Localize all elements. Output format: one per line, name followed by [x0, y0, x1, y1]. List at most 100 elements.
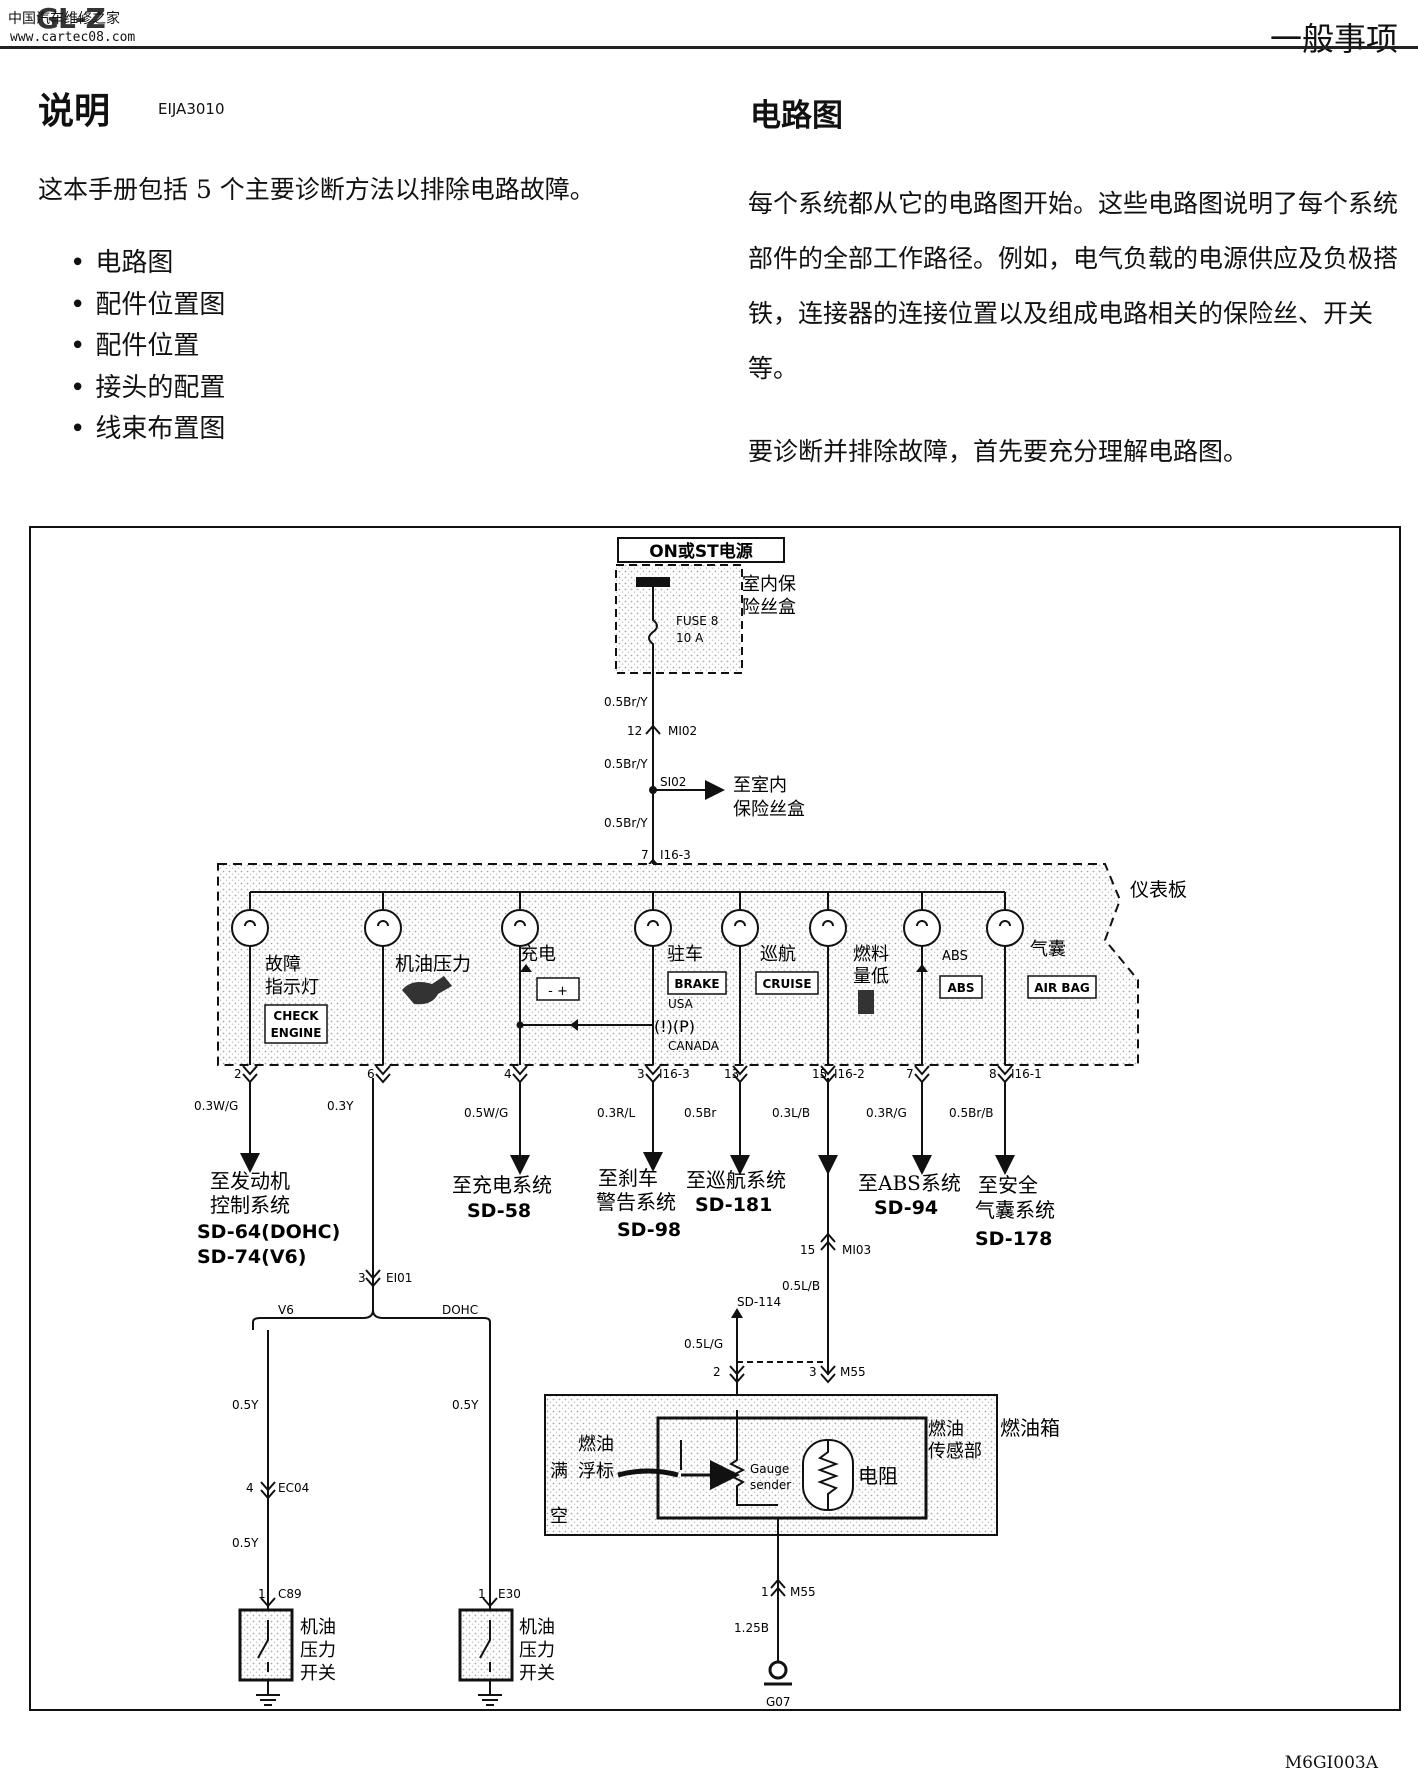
connector-mark — [820, 1232, 836, 1251]
logo-site-url: www.cartec08.com — [10, 30, 136, 45]
float-label: 空 — [550, 1506, 568, 1527]
check-engine-text: ENGINE — [271, 1026, 322, 1040]
wire-label: 0.5Br/Y — [604, 757, 648, 771]
ground-icon — [768, 1660, 788, 1680]
reference-label: SD-94 — [874, 1197, 938, 1219]
check-engine-box — [264, 1004, 328, 1044]
lamp-filament — [999, 920, 1011, 927]
switch-label: 压力 — [300, 1640, 336, 1661]
switch-label: 开关 — [300, 1663, 336, 1684]
fuel-pump-icon — [858, 990, 874, 1014]
section-heading: 电路图 — [750, 98, 843, 134]
lamp-filament — [514, 920, 526, 927]
lamp-label: 驻车 — [667, 944, 703, 965]
lamp-label: 量低 — [853, 966, 889, 987]
doc-code: EIJA3010 — [158, 100, 225, 118]
lamp-filament — [916, 920, 928, 927]
power-source-label: ON或ST电源 — [649, 541, 753, 562]
destination-label: 至充电系统 — [452, 1173, 552, 1197]
pin-label: 13 — [724, 1067, 739, 1081]
lamp-label: ABS — [942, 949, 968, 964]
pin-label: 12 — [627, 724, 642, 738]
float-label: 燃油 — [578, 1434, 614, 1455]
to-fusebox-label-1: 至室内 — [733, 775, 787, 796]
wire-label: 0.5W/G — [464, 1106, 508, 1120]
brake-canada-label: CANADA — [668, 1039, 720, 1053]
sender-label: 燃油 — [928, 1419, 964, 1440]
connector-label: M55 — [790, 1585, 816, 1599]
lamp-label: 故障 — [265, 954, 301, 975]
brake-usa-label: USA — [668, 997, 694, 1011]
fuse-busbar — [636, 577, 670, 587]
lamp-label: 机油压力 — [395, 953, 471, 975]
wire-label: 0.5Y — [232, 1536, 259, 1550]
pin-label: 2 — [234, 1067, 242, 1081]
pin-label: 8 — [989, 1067, 997, 1081]
indicator-lamp-icon — [903, 909, 941, 947]
intro-text: 这本手册包括 5 个主要诊断方法以排除电路故障。 — [38, 175, 595, 204]
fuse-label-2: 10 A — [676, 631, 704, 645]
destination-label: 至ABS系统 — [858, 1171, 961, 1195]
branch-label: V6 — [278, 1303, 294, 1317]
instrument-panel — [217, 863, 1139, 1066]
pin-label: 15 — [812, 1067, 827, 1081]
connector-label: I16-3 — [659, 1067, 690, 1081]
lamp-filament — [734, 920, 746, 927]
indicator-lamp-icon — [809, 909, 847, 947]
wire-label: 0.5L/G — [684, 1337, 723, 1351]
connector-label: I16-1 — [1011, 1067, 1042, 1081]
airbag-box-text: AIR BAG — [1034, 981, 1089, 995]
lamp-label: 指示灯 — [265, 977, 319, 998]
lamp-filament — [822, 920, 834, 927]
battery-sign: - + — [548, 984, 568, 999]
pin-label: 4 — [504, 1067, 512, 1081]
cruise-box — [755, 971, 819, 995]
fuel-tank-label: 燃油箱 — [1000, 1416, 1060, 1440]
destination-label: 至刹车 — [598, 1166, 658, 1190]
pin-label: 7 — [641, 848, 649, 862]
lamp-label: 巡航 — [760, 944, 796, 965]
cruise-box-text: CRUISE — [762, 977, 811, 991]
reference-label: SD-74(V6) — [197, 1246, 306, 1268]
connector-label: MI02 — [668, 724, 697, 738]
oil-pressure-switch-dohc — [458, 1608, 514, 1682]
wire-label: 0.3Y — [327, 1099, 354, 1113]
resistor-icon — [817, 1440, 839, 1510]
wire-label: 0.5L/B — [782, 1279, 820, 1293]
pin-label: 15 — [800, 1243, 815, 1257]
pin-label: 3 — [637, 1067, 645, 1081]
wire-label: 0.3R/L — [597, 1106, 635, 1120]
destination-label: 至发动机 — [210, 1169, 290, 1193]
splice-dot — [516, 1021, 524, 1029]
to-fusebox-label-2: 保险丝盒 — [733, 799, 805, 820]
pin-label: 2 — [713, 1365, 721, 1379]
gauge-sender-label: Gauge — [750, 1462, 789, 1476]
list-item: 电路图 — [70, 243, 225, 285]
lamp-label: 充电 — [520, 944, 556, 965]
connector-mark — [242, 1065, 258, 1084]
resistor-label: 电阻 — [858, 1464, 898, 1488]
wire-label: 0.5Br/B — [949, 1106, 994, 1120]
lamp-label: 气囊 — [1030, 939, 1066, 960]
list-item: 线束布置图 — [70, 409, 225, 451]
list-item: 配件位置 — [70, 326, 225, 368]
wire-label: 0.5Br — [684, 1106, 716, 1120]
fuel-sender-unit — [656, 1416, 928, 1520]
indicator-lamp-icon — [231, 909, 269, 947]
fuse-box-label-2: 险丝盒 — [742, 597, 796, 618]
float-arm-icon — [617, 1468, 679, 1478]
page-title: 说明 — [38, 90, 111, 132]
wire-label: 0.5Y — [232, 1398, 259, 1412]
destination-label: 控制系统 — [210, 1193, 290, 1217]
connector-mark — [365, 1269, 381, 1288]
connector-mark — [914, 1065, 930, 1084]
abs-box — [939, 975, 983, 999]
connector-mark — [820, 1365, 836, 1384]
figure-id: M6GI003A — [1284, 1753, 1378, 1773]
airbag-box — [1027, 975, 1097, 999]
pin-label: 1 — [478, 1587, 486, 1601]
switch-icon — [257, 1620, 269, 1672]
wire-label: 0.5Br/Y — [604, 695, 648, 709]
lamp-filament — [647, 920, 659, 927]
brake-box-text: BRAKE — [674, 977, 719, 991]
